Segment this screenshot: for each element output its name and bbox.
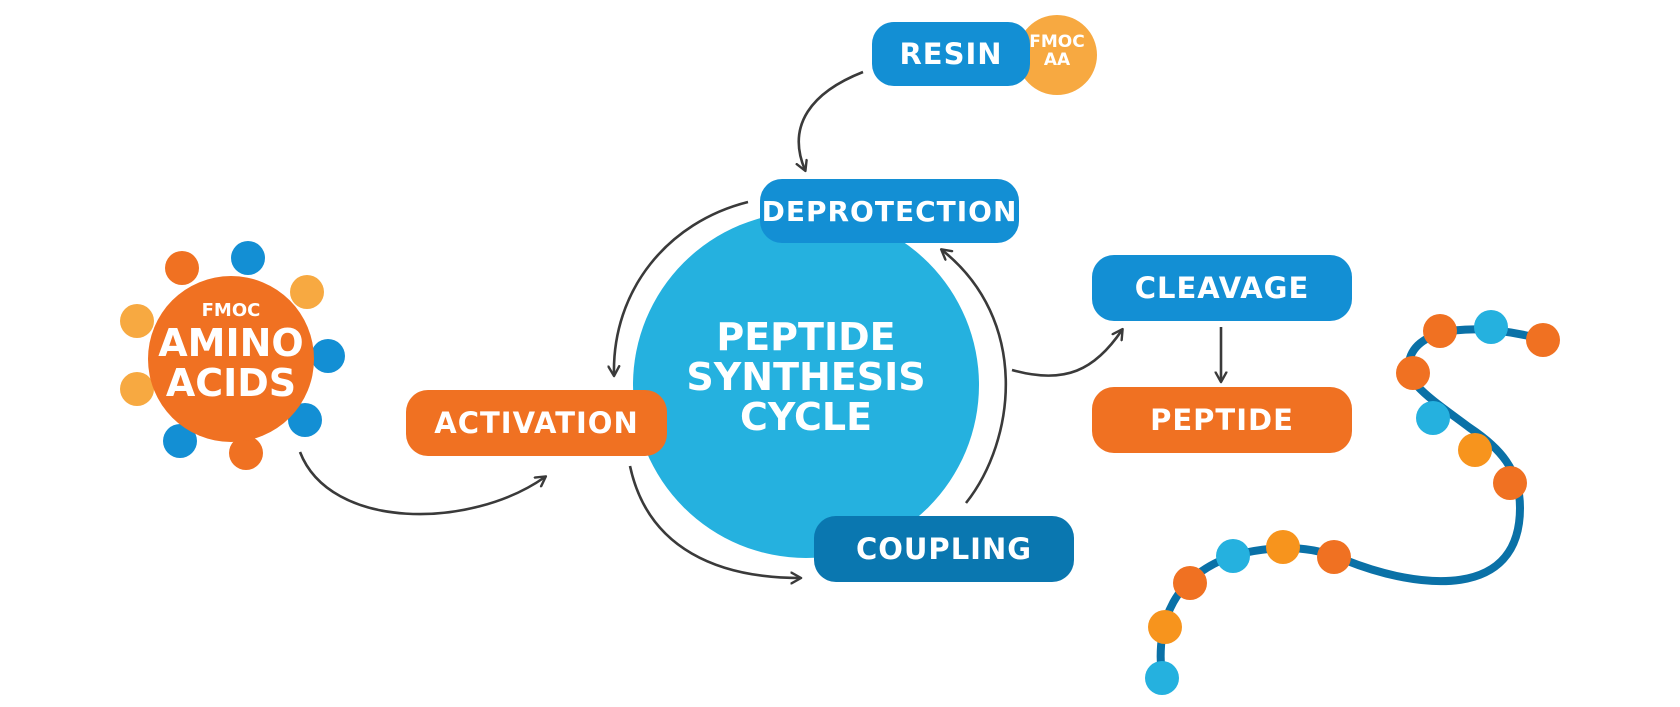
fmoc-aa-line1: FMOC xyxy=(1029,32,1085,52)
resin-pill: RESIN xyxy=(872,22,1030,86)
satellite-dot xyxy=(231,241,265,275)
fmoc-aa-label: FMOC AA xyxy=(1022,32,1092,70)
cycle-title: PEPTIDE SYNTHESIS CYCLE xyxy=(686,315,926,439)
cycle-circle xyxy=(633,212,979,558)
satellite-dot xyxy=(229,436,263,470)
arrow-aminoacids-to-activation xyxy=(298,451,545,516)
arrow-deprotection-to-activation xyxy=(614,200,749,375)
resin-label: RESIN xyxy=(899,37,1003,71)
cleavage-label: CLEAVAGE xyxy=(1134,271,1310,305)
peptide-chain xyxy=(1145,310,1560,695)
amino-acids-line3: ACIDS xyxy=(165,360,297,405)
amino-acids-core xyxy=(148,276,314,442)
cycle-title-line2: SYNTHESIS xyxy=(686,354,926,399)
satellite-dot xyxy=(311,339,345,373)
amino-acids-line2: AMINO xyxy=(158,320,304,365)
cycle-title-line1: PEPTIDE xyxy=(716,315,896,359)
arrow-resin-to-deprotection xyxy=(799,70,864,170)
arrow-coupling-to-deprotection xyxy=(942,250,1008,504)
satellite-dot xyxy=(288,403,322,437)
deprotection-label: DEPROTECTION xyxy=(761,194,1018,228)
chain-bead xyxy=(1458,433,1492,467)
chain-bead xyxy=(1416,401,1450,435)
satellite-dot xyxy=(290,275,324,309)
amino-acids-line1: FMOC xyxy=(201,300,261,321)
arrow-activation-to-coupling xyxy=(628,465,800,578)
fmoc-aa-line2: AA xyxy=(1043,49,1071,70)
chain-bead xyxy=(1173,566,1207,600)
peptide-pill: PEPTIDE xyxy=(1092,387,1352,453)
cycle-title-line3: CYCLE xyxy=(739,394,873,439)
chain-bead xyxy=(1396,356,1430,390)
satellite-dot xyxy=(120,372,154,406)
satellite-dot xyxy=(120,304,154,338)
chain-bead xyxy=(1474,310,1508,344)
chain-bead xyxy=(1317,540,1351,574)
coupling-label: COUPLING xyxy=(855,532,1033,566)
chain-bead xyxy=(1526,323,1560,357)
fmoc-aa-badge xyxy=(1017,15,1097,95)
chain-bead xyxy=(1423,314,1457,348)
chain-bead xyxy=(1145,661,1179,695)
cleavage-pill: CLEAVAGE xyxy=(1092,255,1352,321)
activation-label: ACTIVATION xyxy=(434,406,639,440)
chain-bead xyxy=(1493,466,1527,500)
amino-acid-cluster xyxy=(120,241,345,470)
coupling-pill: COUPLING xyxy=(814,516,1074,582)
arrow-cycle-to-cleavage xyxy=(1011,330,1122,378)
chain-bead xyxy=(1148,610,1182,644)
peptide-label: PEPTIDE xyxy=(1150,403,1294,437)
satellite-dot xyxy=(165,251,199,285)
chain-bead xyxy=(1266,530,1300,564)
chain-bead xyxy=(1216,539,1250,573)
satellite-dot xyxy=(163,424,197,458)
deprotection-pill: DEPROTECTION xyxy=(760,179,1019,243)
activation-pill: ACTIVATION xyxy=(406,390,667,456)
amino-acids-label: FMOC AMINO ACIDS xyxy=(156,300,306,405)
chain-backbone xyxy=(1156,325,1549,682)
